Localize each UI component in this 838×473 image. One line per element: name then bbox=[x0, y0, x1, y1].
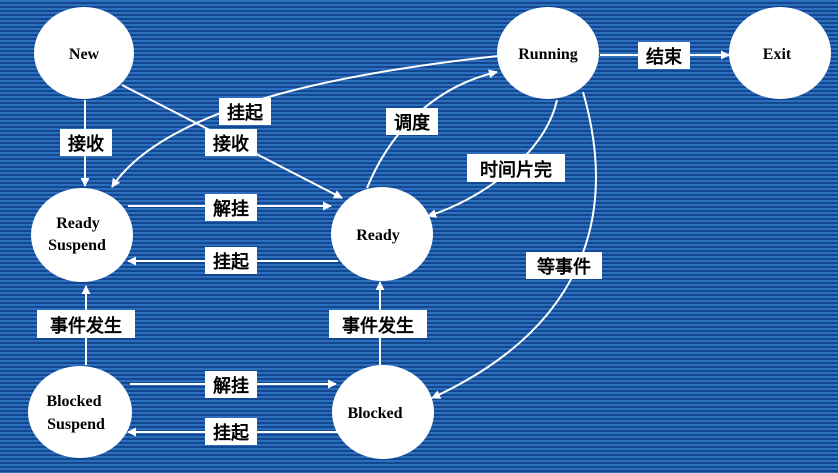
node-exit: Exit bbox=[729, 7, 831, 99]
edge-label-ready-suspend-to-ready: 解挂 bbox=[205, 194, 257, 221]
node-blocked-suspend: Blocked Suspend bbox=[28, 366, 132, 458]
node-blocked: Blocked bbox=[332, 365, 434, 459]
edge-label-text: 等事件 bbox=[537, 256, 591, 278]
edge-label-ready-to-running: 调度 bbox=[386, 108, 438, 135]
edge-label-bg bbox=[60, 129, 112, 156]
edge-label-blocked-to-blocked-suspend: 挂起 bbox=[205, 418, 257, 445]
edge-label-text: 挂起 bbox=[227, 102, 264, 124]
edge-label-new-to-ready-suspend: 接收 bbox=[60, 129, 112, 156]
edge-label-text: 挂起 bbox=[213, 422, 250, 444]
node-ready-shape bbox=[331, 187, 433, 281]
edge-label-blocked-suspend-to-blocked: 解挂 bbox=[205, 371, 257, 398]
edge-label-bg bbox=[205, 371, 257, 398]
node-blocked-label: Blocked bbox=[347, 405, 402, 422]
edge-label-running-to-ready-suspend: 挂起 bbox=[219, 98, 271, 125]
edge-label-bg bbox=[205, 194, 257, 221]
edge-label-bg bbox=[638, 42, 690, 69]
edge-label-bg bbox=[467, 154, 565, 182]
edge-label-text: 接收 bbox=[213, 133, 249, 155]
edge-label-ready-to-ready-suspend: 挂起 bbox=[205, 247, 257, 274]
edge-label-text: 事件发生 bbox=[342, 315, 414, 337]
edge-label-bg bbox=[37, 310, 135, 338]
edge-label-bg bbox=[386, 108, 438, 135]
node-exit-shape bbox=[729, 7, 831, 99]
edge-label-text: 时间片完 bbox=[480, 159, 552, 181]
node-running-shape bbox=[497, 7, 599, 99]
edge-label-text: 挂起 bbox=[213, 251, 250, 273]
edge-label-running-to-exit: 结束 bbox=[638, 42, 690, 69]
edge-running-to-ready-suspend bbox=[111, 55, 499, 188]
edge-label-text: 调度 bbox=[394, 112, 431, 134]
node-blocked-shape bbox=[332, 365, 434, 459]
node-running-label: Running bbox=[518, 46, 578, 63]
edge-label-text: 解挂 bbox=[213, 198, 249, 220]
node-blocked-suspend-label: Blocked Suspend bbox=[46, 393, 105, 433]
node-new-shape bbox=[34, 7, 134, 99]
edge-label-bg bbox=[205, 247, 257, 274]
edge-label-bg bbox=[205, 129, 257, 156]
node-ready-suspend-label: Ready Suspend bbox=[48, 215, 106, 254]
edge-label-text: 结束 bbox=[646, 46, 683, 68]
node-new: New bbox=[34, 7, 134, 99]
node-running: Running bbox=[497, 7, 599, 99]
edge-label-running-to-ready: 时间片完 bbox=[467, 154, 565, 182]
edge-label-running-to-blocked: 等事件 bbox=[526, 252, 602, 279]
edge-running-to-blocked bbox=[431, 91, 597, 399]
node-blocked-suspend-shape bbox=[28, 366, 132, 458]
edge-label-blocked-suspend-to-ready-suspend: 事件发生 bbox=[37, 310, 135, 338]
edge-label-bg bbox=[219, 98, 271, 125]
node-new-label: New bbox=[69, 46, 100, 63]
node-ready-suspend: Ready Suspend bbox=[31, 188, 133, 282]
node-ready: Ready bbox=[331, 187, 433, 281]
edge-label-bg bbox=[329, 310, 427, 338]
edge-label-bg bbox=[205, 418, 257, 445]
node-exit-label: Exit bbox=[763, 46, 792, 63]
edge-label-text: 解挂 bbox=[213, 375, 249, 397]
edge-label-blocked-to-ready: 事件发生 bbox=[329, 310, 427, 338]
node-ready-label: Ready bbox=[356, 227, 400, 244]
node-ready-suspend-shape bbox=[31, 188, 133, 282]
edge-label-bg bbox=[526, 252, 602, 279]
edge-label-text: 事件发生 bbox=[50, 315, 122, 337]
edge-label-text: 接收 bbox=[68, 133, 104, 155]
edge-label-new-to-ready: 接收 bbox=[205, 129, 257, 156]
